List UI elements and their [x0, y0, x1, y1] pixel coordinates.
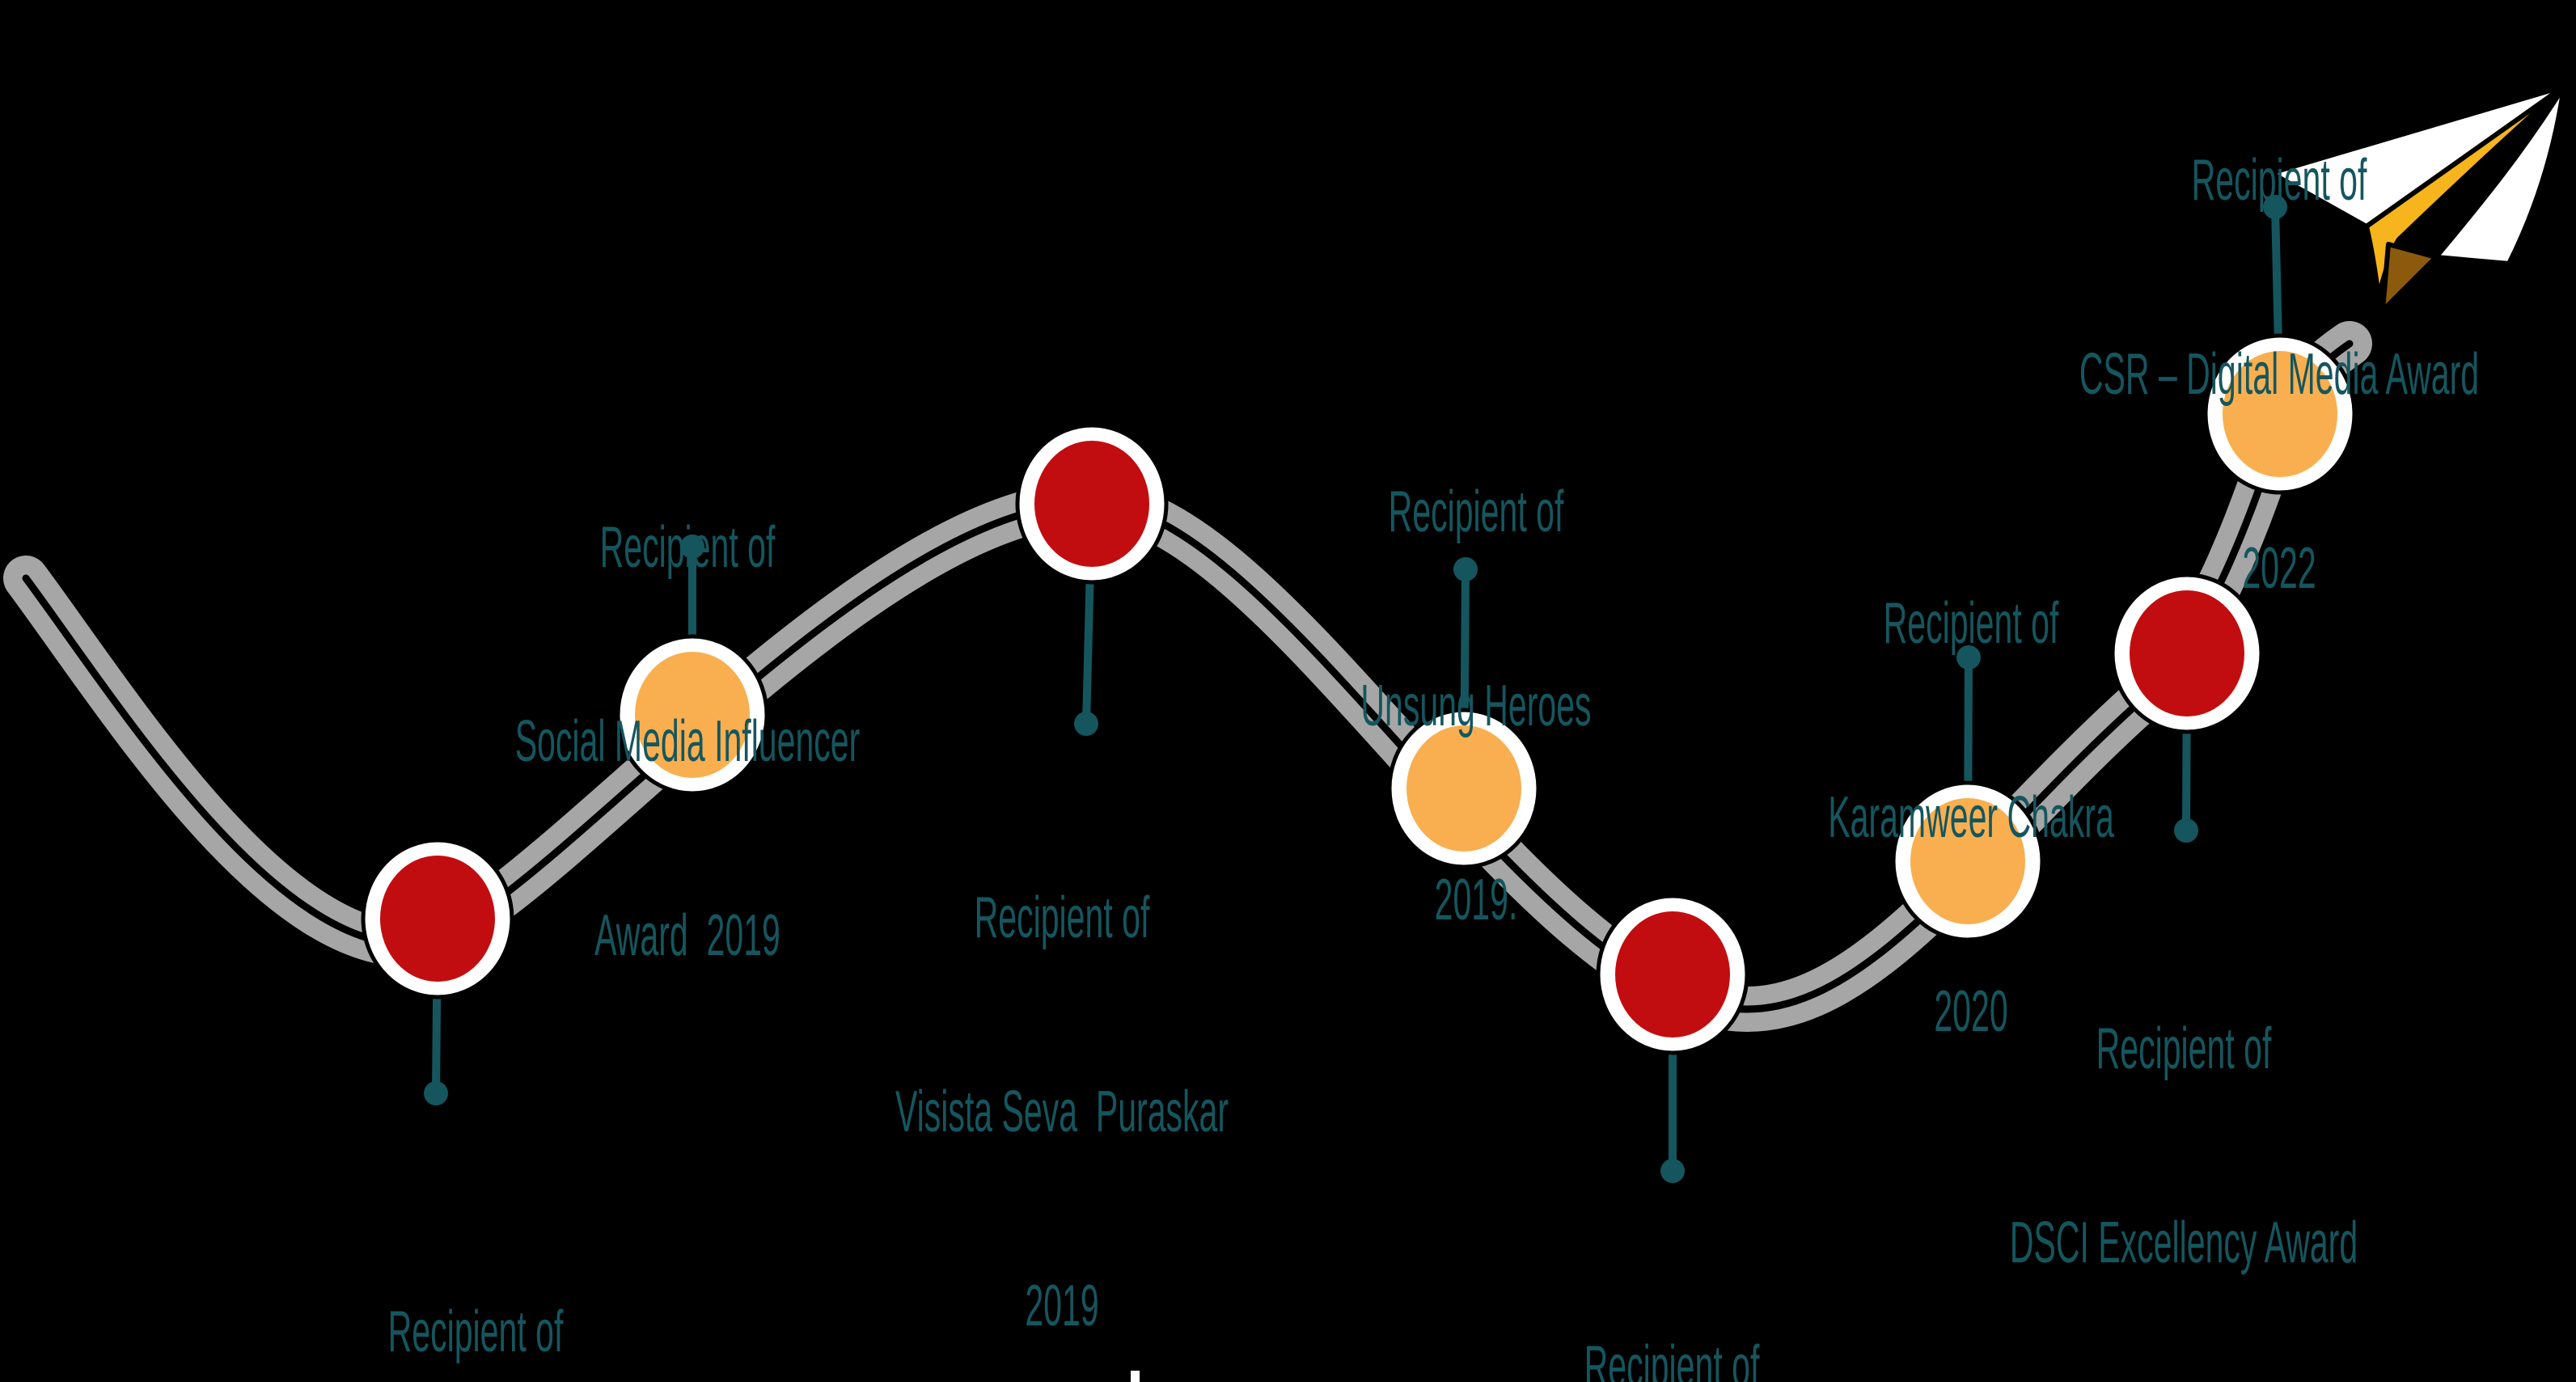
- milestone-marker-orange-csr: [2203, 333, 2357, 495]
- cursor-artifact: [1131, 1371, 1140, 1382]
- award-label-line: Recipient of: [2191, 148, 2367, 213]
- award-label-line: Recipient of: [974, 885, 1150, 950]
- milestone-marker-orange-karamweer: [1891, 780, 2045, 942]
- connector-dot: [680, 535, 704, 559]
- award-label-dsci-excellency-award-2021: Recipient of DSCI Excellency Award 2021: [2010, 887, 2358, 1382]
- award-label-line: Recipient of: [1388, 480, 1564, 544]
- award-label-visista-seva-puraskar-2019: Recipient of Visista Seva Puraskar 2019: [895, 756, 1229, 1382]
- award-label-heros-of-hyderabad-2019: Recipient of Hero’s of Hyderabad 2019: [1520, 1205, 1824, 1382]
- award-label-unsung-heroes-2019: Recipient of Unsung Heroes 2019.: [1360, 350, 1591, 1062]
- connector-dot: [424, 1081, 448, 1105]
- award-label-line: Recipient of: [387, 1300, 564, 1364]
- award-label-csr-digital-media-award-2022: Recipient of CSR – Digital Media Award 2…: [2079, 19, 2479, 730]
- award-label-line: 2020: [1934, 979, 2008, 1044]
- connector-dot: [1074, 712, 1098, 736]
- award-label-karamweer-chakra-2020: Recipient of Karamweer Chakra 2020: [1828, 462, 2114, 1173]
- milestone-marker-red-dsci: [2110, 573, 2264, 734]
- award-label-line: CSR – Digital Media Award: [2079, 342, 2480, 407]
- plane-right-wing: [2434, 84, 2566, 266]
- award-label-line: Recipient of: [1584, 1334, 1760, 1382]
- plane-underside: [2380, 242, 2439, 313]
- award-label-line: Unsung Heroes: [1360, 674, 1592, 738]
- award-label-line: Award 2019: [594, 903, 780, 968]
- award-label-line: Recipient of: [2096, 1016, 2272, 1081]
- award-label-line: 2019.: [1434, 868, 1518, 932]
- connector-dot: [1453, 557, 1478, 581]
- award-label-line: Recipient of: [1883, 591, 2059, 656]
- award-label-line: Social Media Influencer: [514, 709, 861, 774]
- connector-dot: [1956, 645, 1981, 670]
- award-label-line: DSCI Excellency Award: [2009, 1211, 2358, 1275]
- award-label-line: 2019: [1025, 1274, 1099, 1338]
- milestone-marker-red-heros: [1596, 894, 1749, 1055]
- milestone-markers: [361, 333, 2357, 1055]
- milestone-marker-red-visista: [1015, 423, 1169, 585]
- award-label-line: Karamweer Chakra: [1828, 785, 2114, 850]
- milestone-marker-orange-2019: [615, 634, 769, 796]
- award-label-line: Recipient of: [599, 515, 776, 580]
- award-label-social-media-influencer-2019: Recipient of Social Media Influencer Awa…: [515, 386, 861, 1097]
- milestone-marker-orange-unsung: [1387, 708, 1541, 869]
- milestone-marker-red-2018: [361, 838, 514, 1000]
- connector-dot: [2174, 818, 2198, 843]
- award-label-line: 2022: [2242, 536, 2316, 601]
- paper-plane-icon: [2269, 84, 2566, 313]
- connector-dot: [1660, 1159, 1685, 1183]
- award-label-line: Visista Seva Puraskar: [895, 1080, 1229, 1144]
- connector-dot: [2263, 195, 2287, 219]
- award-label-social-media-influencer-2018: Recipient of Social Media Influencer Awa…: [303, 1170, 649, 1382]
